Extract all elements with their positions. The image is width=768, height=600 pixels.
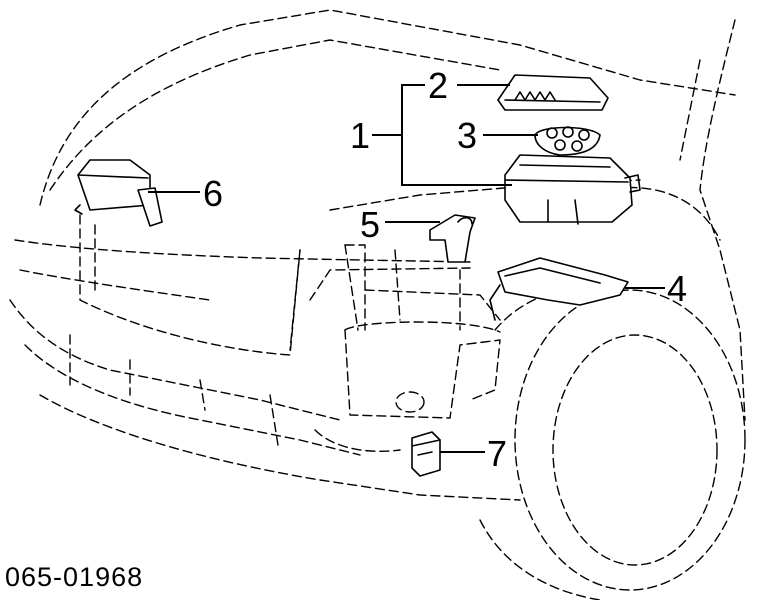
part-7-relay <box>411 431 441 477</box>
leader-lines <box>148 84 665 453</box>
callout-6: 6 <box>203 173 223 214</box>
part-1-relay-block <box>504 154 641 225</box>
part-4-cover <box>489 257 629 321</box>
callout-2: 2 <box>428 65 448 106</box>
part-code: 065-01968 <box>5 562 143 592</box>
vehicle-outline <box>9 9 746 600</box>
callout-5: 5 <box>360 204 380 245</box>
callout-7: 7 <box>487 433 507 474</box>
part-5-bracket <box>429 214 476 263</box>
part-3-relay-set <box>534 126 601 156</box>
part-2-relay-block-cover <box>497 74 609 111</box>
part-6-fuse-box <box>74 159 163 227</box>
callout-1: 1 <box>350 115 370 156</box>
callout-4: 4 <box>667 268 687 309</box>
callout-3: 3 <box>457 115 477 156</box>
